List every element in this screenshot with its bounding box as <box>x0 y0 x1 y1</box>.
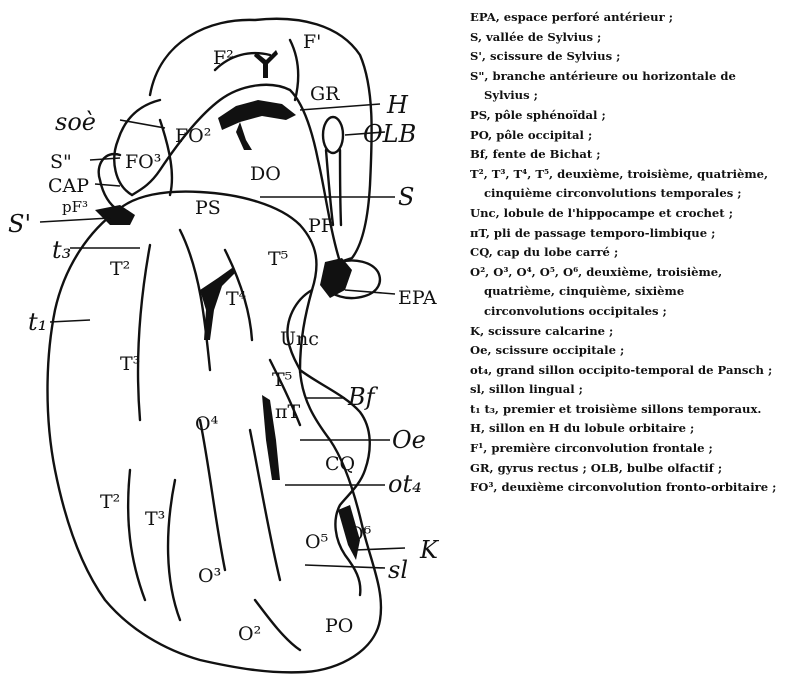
label-t5a: T⁵ <box>268 248 288 270</box>
legend-item-bf: Bf, fente de Bichat ; <box>470 145 785 165</box>
olfactory-bulb <box>323 117 343 153</box>
legend-item-cq: CQ, cap du lobe carré ; <box>470 243 785 263</box>
label-f2: F² <box>213 47 234 69</box>
label-t2a: T² <box>110 258 130 280</box>
leader-t1 <box>50 320 90 322</box>
frontal-lobe-outline <box>132 19 372 262</box>
leader-s2 <box>90 158 120 160</box>
legend-item-ot4: ot₄, grand sillon occipito-temporal de P… <box>470 361 785 381</box>
label-epa: EPA <box>398 287 437 309</box>
label-o3: O³ <box>198 565 221 587</box>
label-po: PO <box>325 615 353 637</box>
legend-item-h: H, sillon en H du lobule orbitaire ; <box>470 419 785 439</box>
label-pf: pF³ <box>62 198 88 216</box>
label-f1: F' <box>303 31 321 53</box>
leader-k <box>355 548 405 550</box>
legend-item-occipital-convolutions: O², O³, O⁴, O⁵, O⁶, deuxième, troisième,… <box>470 263 785 322</box>
legend-item-fo3: FO³, deuxième circonvolution fronto-orbi… <box>470 478 785 498</box>
label-s: S <box>398 183 414 211</box>
legend-item-t1-t3: t₁ t₃, premier et troisième sillons temp… <box>470 400 785 420</box>
label-t3a: T³ <box>120 353 140 375</box>
legend-item-oe: Oe, scissure occipitale ; <box>470 341 785 361</box>
legend-item-po: PO, pôle occipital ; <box>470 126 785 146</box>
label-t3-sulcus: t₃ <box>52 236 71 264</box>
leader-cap <box>95 184 120 186</box>
label-olb: OLB <box>363 120 416 148</box>
legend-item-s: S, vallée de Sylvius ; <box>470 28 785 48</box>
label-sl: sl <box>388 556 408 584</box>
epa-black-shape <box>320 258 352 298</box>
label-h: H <box>386 91 409 119</box>
legend-item-s-double-prime: S", branche antérieure ou horizontale de… <box>470 67 785 106</box>
label-ot4: ot₄ <box>388 470 422 498</box>
label-k: K <box>419 536 440 564</box>
label-s2: S" <box>50 151 72 173</box>
sulcus-lines <box>128 40 300 650</box>
label-oe: Oe <box>392 426 426 454</box>
legend-item-sl: sl, sillon lingual ; <box>470 380 785 400</box>
label-ps: PS <box>195 197 221 219</box>
legend-item-gr-olb: GR, gyrus rectus ; OLB, bulbe olfactif ; <box>470 459 785 479</box>
legend: EPA, espace perforé antérieur ; S, vallé… <box>470 8 785 498</box>
label-soe: soè <box>55 108 96 136</box>
legend-item-f1: F¹, première circonvolution frontale ; <box>470 439 785 459</box>
label-t2b: T² <box>100 491 120 513</box>
h-sulcus-shape <box>218 100 296 150</box>
label-t4: T⁴ <box>226 288 247 310</box>
legend-item-s-prime: S', scissure de Sylvius ; <box>470 47 785 67</box>
label-cq: CQ <box>325 453 355 475</box>
label-bf: Bf <box>347 383 379 411</box>
label-o5: O⁵ <box>305 531 328 553</box>
legend-item-unc: Unc, lobule de l'hippocampe et crochet ; <box>470 204 785 224</box>
label-pf-main: PF <box>308 215 334 237</box>
label-pit: πT <box>275 401 300 423</box>
label-fo2: FO² <box>175 125 211 147</box>
label-o2: O² <box>238 623 261 645</box>
label-t5b: T⁵ <box>272 369 292 391</box>
legend-item-epa: EPA, espace perforé antérieur ; <box>470 8 785 28</box>
legend-item-k: K, scissure calcarine ; <box>470 322 785 342</box>
brain-diagram: F² F' GR H OLB soè FO² FO³ S" CAP pF³ S'… <box>0 0 470 688</box>
label-gr: GR <box>310 83 340 105</box>
label-s1: S' <box>8 210 31 238</box>
label-cap: CAP <box>48 175 89 197</box>
label-do: DO <box>250 163 281 185</box>
legend-item-temporal-convolutions: T², T³, T⁴, T⁵, deuxième, troisième, qua… <box>470 165 785 204</box>
label-unc: Unc <box>280 328 319 350</box>
legend-item-ps: PS, pôle sphénoïdal ; <box>470 106 785 126</box>
label-fo3: FO³ <box>125 151 161 173</box>
label-o6: O⁶ <box>348 523 372 545</box>
label-t1-sulcus: t₁ <box>28 308 47 336</box>
legend-item-pit: πT, pli de passage temporo-limbique ; <box>470 224 785 244</box>
s-prime-sulcus-shape <box>95 205 135 225</box>
label-o4: O⁴ <box>195 413 219 435</box>
label-t3b: T³ <box>145 508 165 530</box>
leader-s1 <box>40 218 110 222</box>
